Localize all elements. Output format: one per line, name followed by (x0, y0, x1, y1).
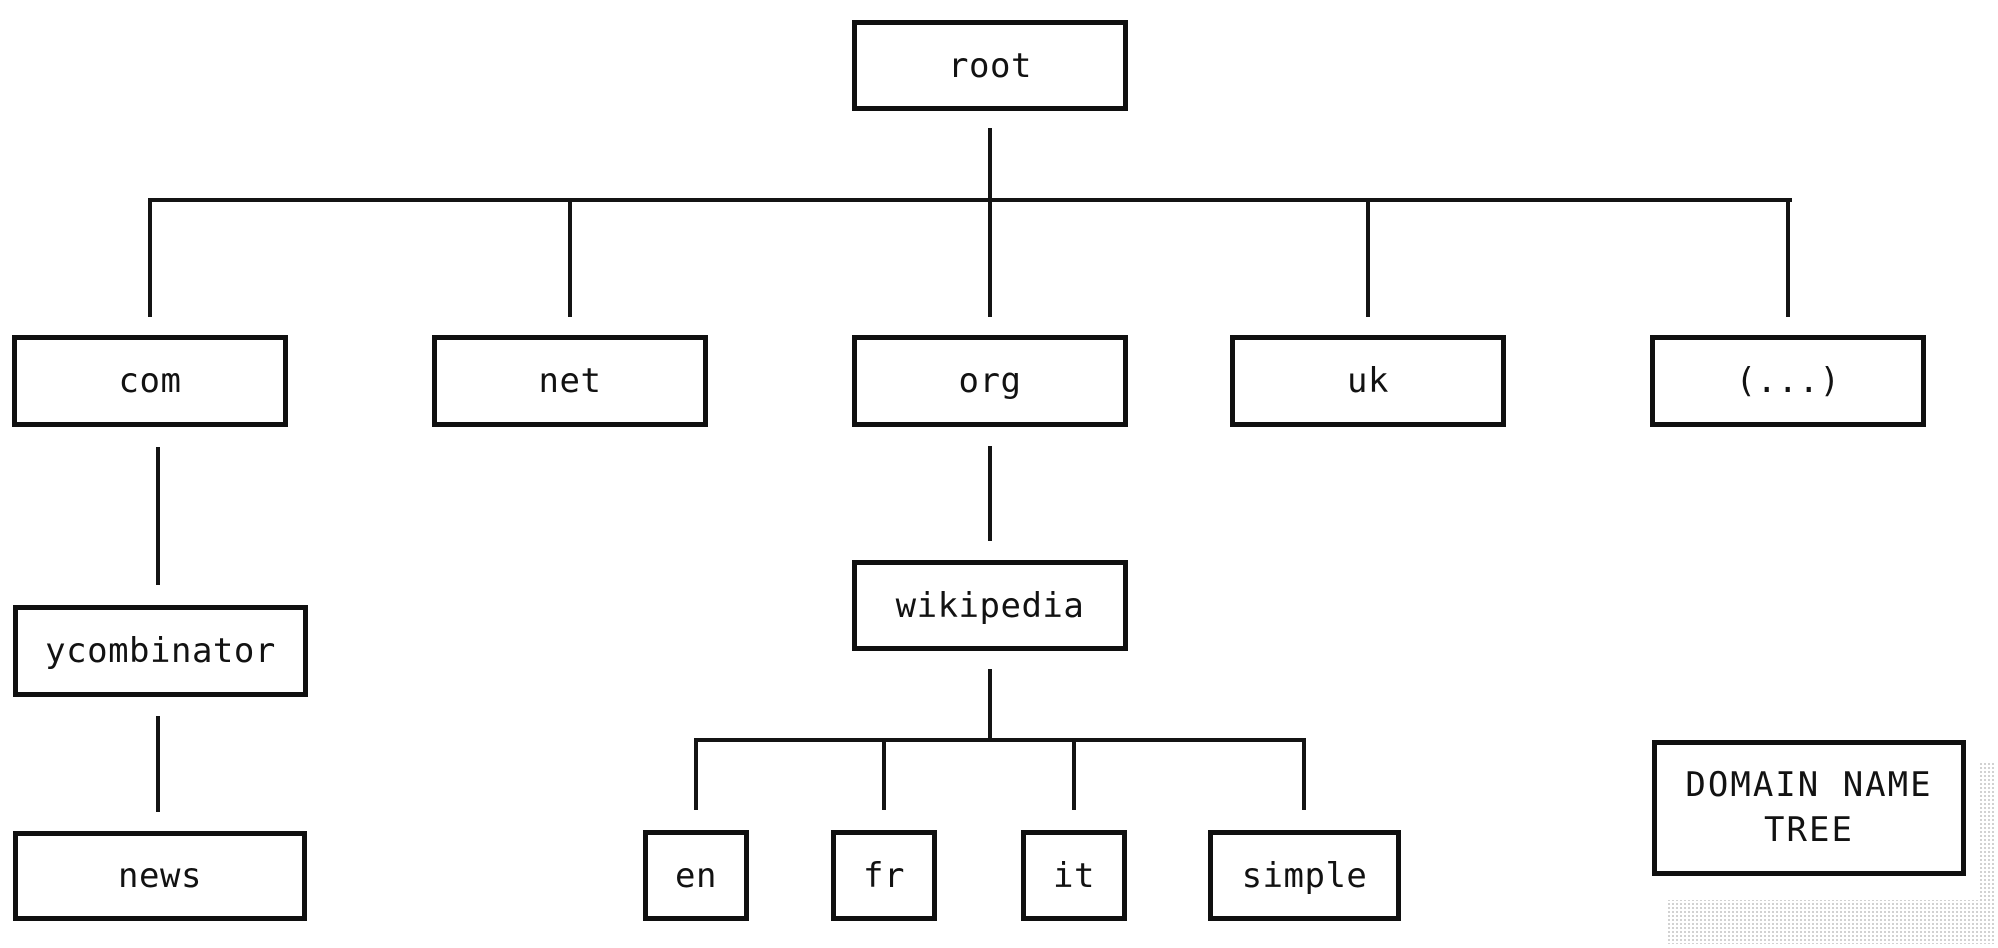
connector-bus-to-uk (1366, 198, 1370, 317)
connector-bus-to-net (568, 198, 572, 317)
connector-bus-to-other (1786, 198, 1790, 317)
caption-line-1: DOMAIN NAME (1685, 765, 1933, 805)
node-com: com (12, 335, 288, 427)
node-en: en (643, 830, 749, 921)
connector-com-to-ycombinator (156, 447, 160, 585)
connector-bus-to-en (694, 738, 698, 810)
node-root: root (852, 20, 1128, 111)
caption-line-2: TREE (1764, 810, 1854, 850)
connector-bus-to-simple (1302, 738, 1306, 810)
node-news: news (13, 831, 307, 921)
node-it: it (1021, 830, 1127, 921)
connector-wikipedia-to-bus (988, 669, 992, 742)
node-other-tlds: (...) (1650, 335, 1926, 427)
node-wikipedia: wikipedia (852, 560, 1128, 651)
node-simple: simple (1208, 830, 1401, 921)
node-net: net (432, 335, 708, 427)
connector-bus-to-org (988, 198, 992, 317)
node-ycombinator: ycombinator (13, 605, 308, 697)
connector-tld-bus (148, 198, 1792, 202)
connector-bus-to-it (1072, 738, 1076, 810)
connector-org-to-wikipedia (988, 446, 992, 541)
connector-ycombinator-to-news (156, 716, 160, 812)
node-fr: fr (831, 830, 937, 921)
connector-bus-to-com (148, 198, 152, 317)
node-uk: uk (1230, 335, 1506, 427)
connector-root-to-bus (988, 128, 992, 203)
caption-box: DOMAIN NAME TREE (1652, 740, 1966, 876)
connector-bus-to-fr (882, 738, 886, 810)
connector-wikipedia-bus (694, 738, 1306, 742)
node-org: org (852, 335, 1128, 427)
